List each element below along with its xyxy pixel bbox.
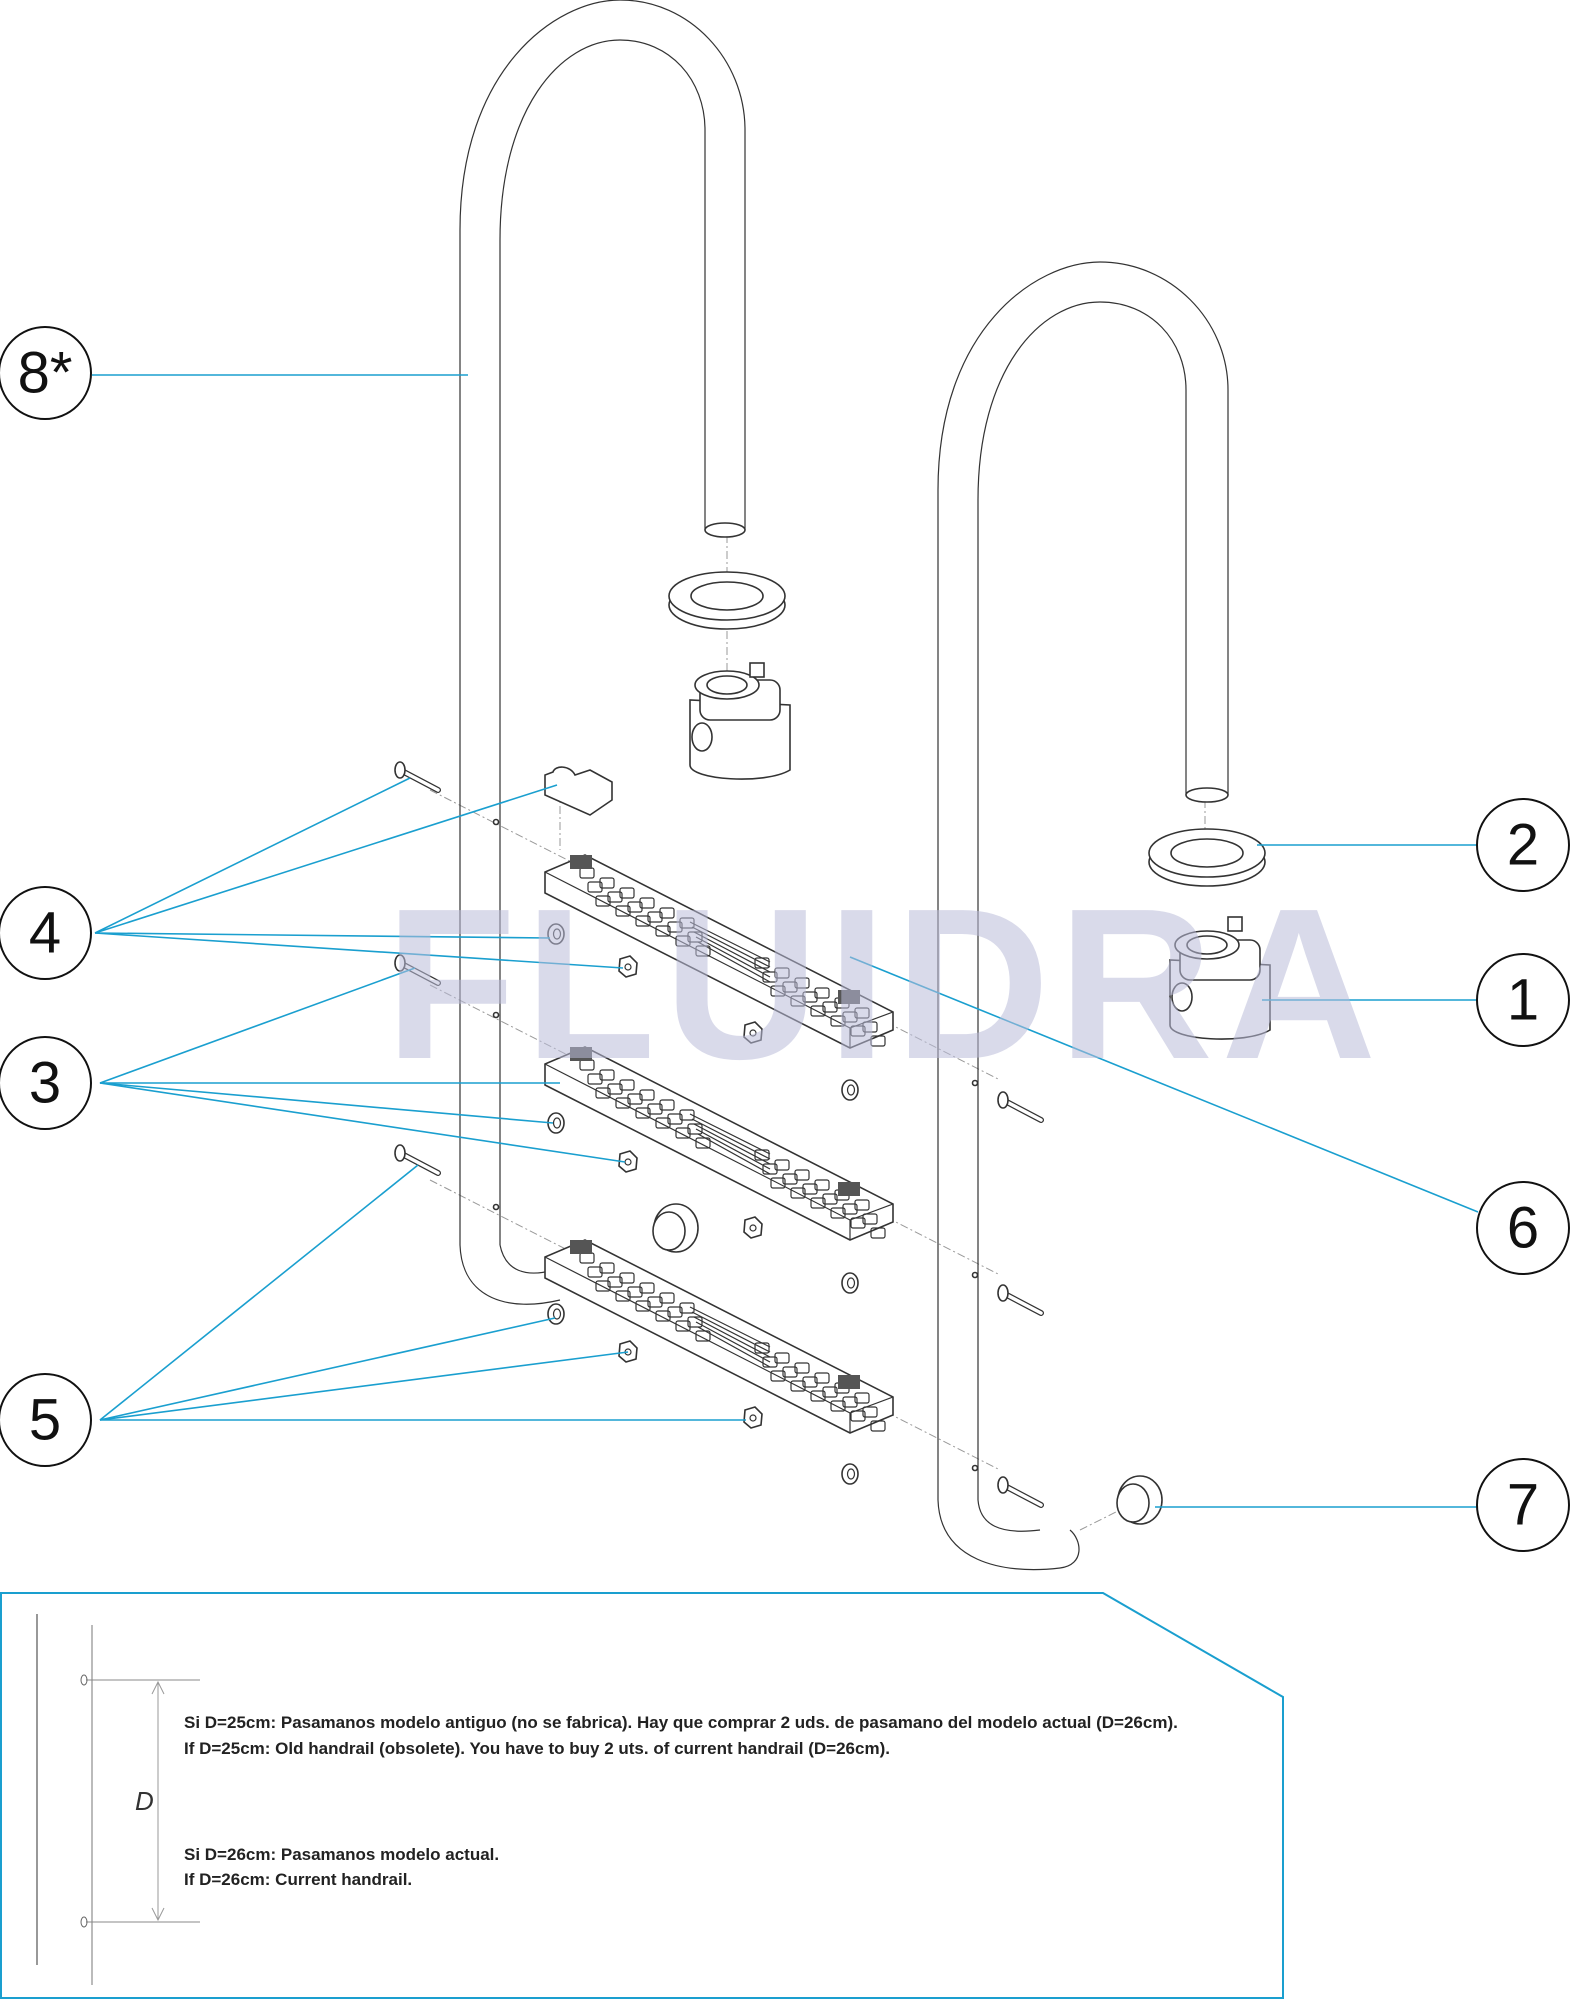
anti-slip-pad	[838, 990, 860, 1004]
callout-label: 4	[29, 901, 61, 966]
callout-8[interactable]: 8*	[0, 326, 92, 420]
hardware	[394, 761, 1044, 1508]
note-line-es-25: Si D=25cm: Pasamanos modelo antiguo (no …	[184, 1713, 1178, 1732]
anti-slip-pad	[570, 855, 592, 869]
bolt	[394, 1144, 441, 1176]
nut	[743, 1216, 763, 1239]
callout-label: 3	[29, 1051, 61, 1116]
callout-label: 2	[1507, 813, 1539, 878]
nut	[618, 955, 638, 978]
flange-upper	[668, 571, 786, 630]
nut	[743, 1021, 763, 1044]
bolt	[997, 1284, 1044, 1316]
anti-slip-pad	[570, 1047, 592, 1061]
callout-label: 7	[1507, 1473, 1539, 1538]
callout-6[interactable]: 6	[1476, 1181, 1570, 1275]
steps	[544, 854, 894, 1434]
washer	[547, 923, 565, 945]
leader-lines	[92, 374, 1479, 1508]
note-line-en-26: If D=26cm: Current handrail.	[184, 1870, 412, 1889]
bolt	[997, 1091, 1044, 1123]
end-cap	[652, 1203, 1163, 1525]
step-bracket	[544, 766, 613, 816]
washer	[841, 1079, 859, 1101]
callout-2[interactable]: 2	[1476, 798, 1570, 892]
nut	[618, 1340, 638, 1363]
callout-label: 1	[1507, 968, 1539, 1033]
anchor-lower	[1169, 916, 1271, 1040]
note-line-es-26: Si D=26cm: Pasamanos modelo actual.	[184, 1845, 499, 1864]
bolt	[997, 1476, 1044, 1508]
handrail-right	[937, 261, 1229, 1571]
washer	[841, 1463, 859, 1485]
anti-slip-pad	[570, 1240, 592, 1254]
callout-label: 8*	[18, 341, 73, 406]
anchor-upper	[689, 662, 791, 780]
callout-7[interactable]: 7	[1476, 1458, 1570, 1552]
callout-1[interactable]: 1	[1476, 953, 1570, 1047]
note-box: D Si D=25cm: Pasamanos modelo antiguo (n…	[0, 1592, 1284, 1999]
step-tread	[544, 854, 894, 1049]
handrail-left	[459, 0, 746, 1305]
nut	[743, 1406, 763, 1429]
callout-3[interactable]: 3	[0, 1036, 92, 1130]
bolt	[394, 761, 441, 793]
bolt	[394, 954, 441, 986]
callout-5[interactable]: 5	[0, 1373, 92, 1467]
washer	[547, 1303, 565, 1325]
callout-label: 6	[1507, 1196, 1539, 1261]
callout-4[interactable]: 4	[0, 886, 92, 980]
step-tread	[544, 1239, 894, 1434]
anti-slip-pad	[838, 1375, 860, 1389]
dimension-label: D	[135, 1786, 154, 1816]
step-tread	[544, 1046, 894, 1241]
washer	[841, 1272, 859, 1294]
anti-slip-pad	[838, 1182, 860, 1196]
note-line-en-25: If D=25cm: Old handrail (obsolete). You …	[184, 1739, 890, 1758]
flange-lower	[1148, 828, 1266, 887]
callout-label: 5	[29, 1388, 61, 1453]
